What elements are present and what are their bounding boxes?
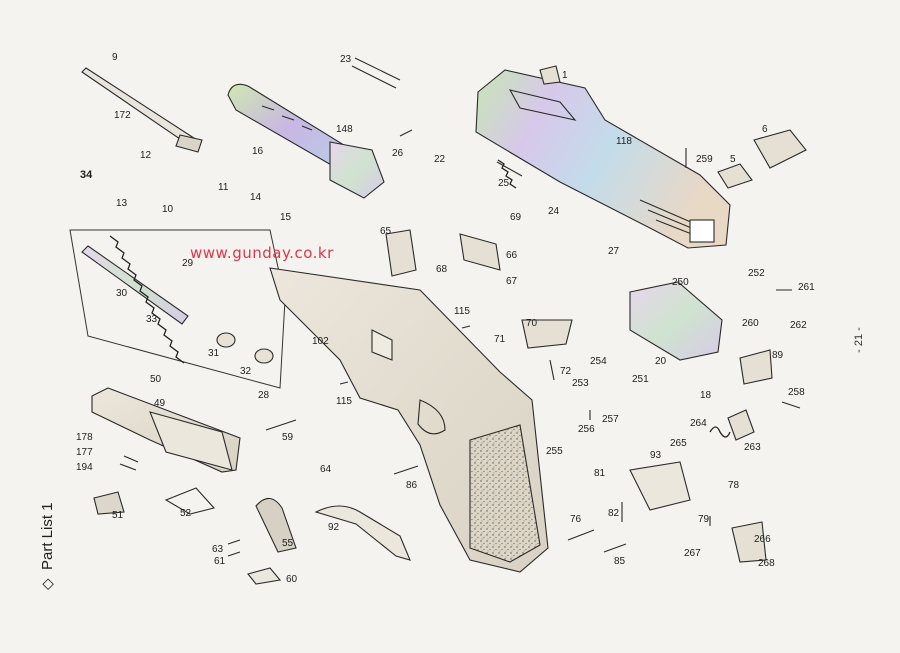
part-label-64: 64	[320, 464, 332, 475]
part-label-252: 252	[748, 268, 765, 279]
part-label-22: 22	[434, 154, 446, 165]
watermark-text: www.gunday.co.kr	[190, 244, 334, 262]
part-label-32: 32	[240, 366, 252, 377]
part-label-76: 76	[570, 514, 582, 525]
diamond-icon: ◇	[39, 578, 56, 590]
part-label-81: 81	[594, 468, 606, 479]
part-label-16: 16	[252, 146, 264, 157]
part-label-20: 20	[655, 356, 667, 367]
rear-sight-part	[539, 65, 807, 189]
part-label-23: 23	[340, 54, 352, 65]
part-label-102: 102	[312, 336, 329, 347]
page-number-text: - 21 -	[853, 327, 865, 353]
misc-lower-parts	[91, 229, 773, 585]
part-label-28: 28	[258, 390, 270, 401]
frame-part	[269, 267, 549, 573]
part-label-69: 69	[510, 212, 522, 223]
part-label-15: 15	[280, 212, 292, 223]
part-label-250: 250	[672, 277, 689, 288]
part-label-259: 259	[696, 154, 713, 165]
part-label-25: 25	[498, 178, 510, 189]
part-label-49: 49	[154, 398, 166, 409]
part-label-178: 178	[76, 432, 93, 443]
part-label-268: 268	[758, 558, 775, 569]
part-label-66: 66	[506, 250, 518, 261]
small-pins	[119, 57, 801, 557]
part-label-30: 30	[116, 288, 128, 299]
part-label-5: 5	[730, 154, 736, 165]
part-label-194: 194	[76, 462, 93, 473]
part-label-24: 24	[548, 206, 560, 217]
part-label-68: 68	[436, 264, 448, 275]
part-label-18: 18	[700, 390, 712, 401]
part-label-71: 71	[494, 334, 506, 345]
part-label-251: 251	[632, 374, 649, 385]
part-label-264: 264	[690, 418, 707, 429]
part-label-11: 11	[218, 182, 229, 193]
guide-rod-part	[81, 67, 203, 153]
part-label-262: 262	[790, 320, 807, 331]
part-label-92: 92	[328, 522, 340, 533]
part-label-72: 72	[560, 366, 572, 377]
part-label-14: 14	[250, 192, 262, 203]
part-label-1: 1	[562, 70, 568, 81]
part-label-79: 79	[698, 514, 710, 525]
part-label-78: 78	[728, 480, 740, 491]
part-label-61: 61	[214, 556, 226, 567]
part-label-65: 65	[380, 226, 392, 237]
part-label-52: 52	[180, 508, 192, 519]
part-label-9: 9	[112, 52, 118, 63]
part-label-172: 172	[114, 110, 131, 121]
part-label-93: 93	[650, 450, 662, 461]
part-label-85: 85	[614, 556, 626, 567]
part-label-115: 115	[454, 306, 470, 317]
part-label-13: 13	[116, 198, 128, 209]
side-label: ◇ Part List 1	[39, 502, 56, 590]
side-label-text: Part List 1	[39, 502, 56, 570]
part-label-12: 12	[140, 150, 152, 161]
part-label-6: 6	[762, 124, 768, 135]
part-label-148: 148	[336, 124, 353, 135]
barrel-part	[227, 83, 385, 199]
part-label-89: 89	[772, 350, 784, 361]
part-label-115-b: 115	[336, 396, 352, 407]
part-label-258: 258	[788, 387, 805, 398]
part-label-34: 34	[80, 169, 93, 181]
part-label-33: 33	[146, 314, 158, 325]
part-label-60: 60	[286, 574, 298, 585]
part-label-29: 29	[182, 258, 194, 269]
part-label-260: 260	[742, 318, 759, 329]
part-label-63: 63	[212, 544, 224, 555]
locking-block-part	[629, 281, 723, 361]
part-label-253: 253	[572, 378, 589, 389]
part-label-55: 55	[282, 538, 294, 549]
part-label-59: 59	[282, 432, 294, 443]
part-label-118: 118	[616, 136, 632, 147]
part-label-86: 86	[406, 480, 418, 491]
part-label-254: 254	[590, 356, 607, 367]
part-label-82: 82	[608, 508, 620, 519]
part-label-261: 261	[798, 282, 815, 293]
part-label-10: 10	[162, 204, 174, 215]
recoil-assembly-box	[69, 229, 286, 389]
part-label-26: 26	[392, 148, 404, 159]
part-label-267: 267	[684, 548, 701, 559]
part-label-266: 266	[754, 534, 771, 545]
part-label-50: 50	[150, 374, 162, 385]
part-label-70: 70	[526, 318, 538, 329]
part-label-255: 255	[546, 446, 563, 457]
slide-part	[475, 69, 731, 249]
part-label-27: 27	[608, 246, 620, 257]
part-number-labels: 1569101112131415161820222324252627282930…	[76, 52, 815, 585]
page-number: - 21 -	[853, 327, 865, 353]
part-label-51: 51	[112, 510, 124, 521]
part-label-31: 31	[208, 348, 220, 359]
part-label-67: 67	[506, 276, 518, 287]
part-label-265: 265	[670, 438, 687, 449]
part-label-256: 256	[578, 424, 595, 435]
part-label-263: 263	[744, 442, 761, 453]
part-label-257: 257	[602, 414, 619, 425]
part-label-177: 177	[76, 447, 93, 458]
